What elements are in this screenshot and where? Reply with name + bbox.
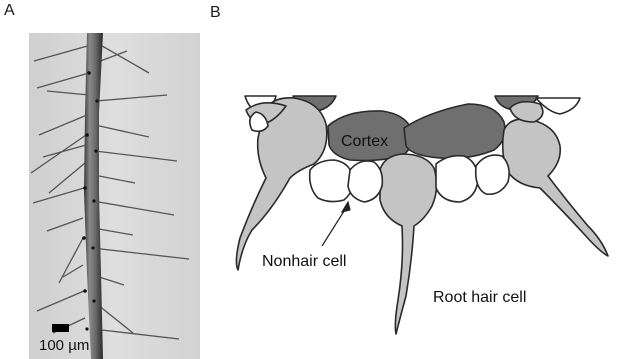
nonhair-cell: [310, 160, 353, 202]
nonhair-arrow: [322, 202, 350, 246]
scale-bar: [52, 324, 69, 332]
panel-label-a: A: [4, 2, 15, 20]
hair-cell-center: [380, 154, 437, 334]
label-nonhair-cell: Nonhair cell: [262, 253, 346, 271]
cortex-cell-right: [404, 104, 505, 158]
nonhair-cell-2: [348, 161, 382, 202]
root-cross-section-diagram: [225, 90, 623, 359]
hair-cell-right: [503, 119, 608, 256]
panel-label-b: B: [210, 4, 221, 22]
scale-bar-label: 100 µm: [39, 337, 89, 354]
nonhair-cell-3: [436, 156, 478, 202]
root-micrograph: [29, 33, 200, 359]
nonhair-cell-4: [476, 155, 509, 194]
cortex-cell-light-2: [510, 102, 543, 122]
label-cortex: Cortex: [341, 133, 388, 151]
label-root-hair-cell: Root hair cell: [433, 289, 526, 307]
